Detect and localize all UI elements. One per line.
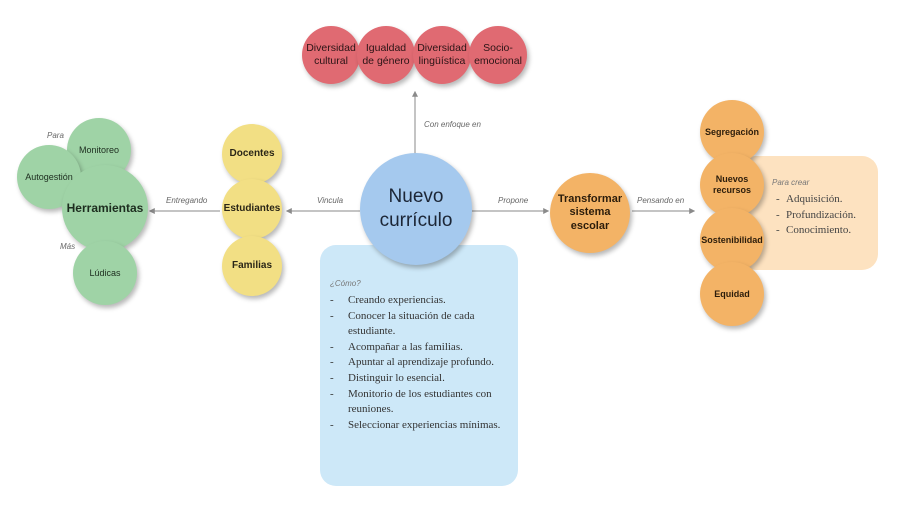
how-label: ¿Cómo? <box>330 279 361 288</box>
para-label: Para <box>47 131 64 140</box>
list-item: Profundización. <box>774 208 878 224</box>
list-item: Seleccionar experiencias mínimas. <box>326 418 514 434</box>
mas-label: Más <box>60 242 76 251</box>
link-node: Familias <box>222 236 282 296</box>
transform-node: Transformar sistema escolar <box>550 173 630 253</box>
tools-hub-node: Herramientas <box>62 165 148 251</box>
list-item: Monitorio de los estudiantes con reunion… <box>326 387 514 418</box>
crear-box: Para crear Adquisición. Profundización. … <box>740 156 878 270</box>
link-node: Docentes <box>222 124 282 184</box>
how-list: Creando experiencias. Conocer la situaci… <box>326 293 514 433</box>
list-item: Distinguir lo esencial. <box>326 371 514 387</box>
focus-node: Igualdad de género <box>357 26 415 84</box>
edge-label-farleft: Entregando <box>166 196 208 205</box>
thinking-node: Sostenibilidad <box>700 208 764 272</box>
thinking-node: Equidad <box>700 262 764 326</box>
edge-label-left: Vincula <box>317 196 344 205</box>
list-item: Conocer la situación de cada estudiante. <box>326 309 514 340</box>
list-item: Acompañar a las familias. <box>326 340 514 356</box>
center-node: Nuevo currículo <box>360 153 472 265</box>
how-box: ¿Cómo? Creando experiencias. Conocer la … <box>320 245 518 486</box>
edge-label-right-2: Pensando en <box>637 196 685 205</box>
focus-node: Diversidad lingüística <box>413 26 471 84</box>
crear-label: Para crear <box>772 178 810 187</box>
list-item: Creando experiencias. <box>326 293 514 309</box>
focus-node: Socio-emocional <box>469 26 527 84</box>
tool-node: Lúdicas <box>73 241 137 305</box>
edge-label-top: Con enfoque en <box>424 120 481 129</box>
crear-list: Adquisición. Profundización. Conocimient… <box>774 192 878 239</box>
edge-label-right: Propone <box>498 196 529 205</box>
list-item: Conocimiento. <box>774 223 878 239</box>
link-node: Estudiantes <box>222 179 282 239</box>
list-item: Adquisición. <box>774 192 878 208</box>
focus-node: Diversidad cultural <box>302 26 360 84</box>
list-item: Apuntar al aprendizaje profundo. <box>326 355 514 371</box>
thinking-node: Nuevos recursos <box>700 153 764 217</box>
